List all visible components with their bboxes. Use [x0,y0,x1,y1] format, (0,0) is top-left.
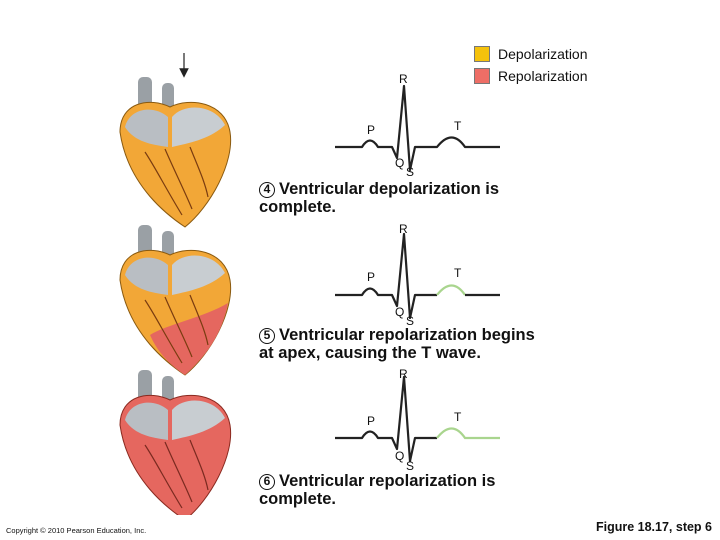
heart-step-5 [119,225,232,376]
ecg-trace-step-5 [335,232,500,320]
ecg-label-p: P [367,414,376,428]
ecg-label-t: T [454,410,462,424]
step-4-number: 4 [259,182,275,198]
ecg-trace-step-6 [335,375,500,463]
heart-step-6 [119,370,232,515]
ecg-label-r: R [399,367,408,381]
step-5-line1: Ventricular repolarization begins [279,326,535,344]
ecg-trace-step-4 [335,84,500,172]
step-6-number: 6 [259,474,275,490]
ecg-label-q: Q [395,449,405,463]
ecg-label-r: R [399,72,408,86]
depolarization-legend-label: Depolarization [498,46,588,62]
ecg-label-p: P [367,270,376,284]
step-5-number: 5 [259,328,275,344]
step-6-line1: Ventricular repolarization is [279,472,496,490]
ecg-label-p: P [367,123,376,137]
ecg-label-t: T [454,119,462,133]
repolarization-swatch [474,68,490,84]
heart-illustrations [119,53,232,515]
copyright-notice: Copyright © 2010 Pearson Education, Inc. [6,526,147,535]
step-4-line1: Ventricular depolarization is [279,180,500,198]
ecg-label-s: S [406,314,415,328]
figure-caption: Figure 18.17, step 6 [595,520,712,534]
step-6-line2: complete. [259,490,337,508]
ecg-label-q: Q [395,156,405,170]
ecg-label-t: T [454,266,462,280]
depolarization-swatch [474,46,490,62]
ecg-label-q: Q [395,305,405,319]
ecg-label-s: S [406,165,415,179]
heart-step-4 [119,77,232,228]
step-5-line2: at apex, causing the T wave. [259,344,481,362]
ecg-label-s: S [406,459,415,473]
step-4-line2: complete. [259,198,337,216]
repolarization-legend-label: Repolarization [498,68,588,84]
ecg-label-r: R [399,222,408,236]
